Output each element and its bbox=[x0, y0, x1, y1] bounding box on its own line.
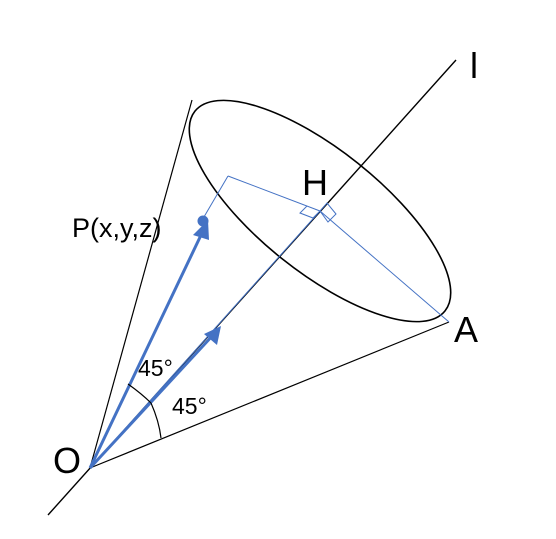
label-point-h: H bbox=[302, 162, 328, 203]
segment-p-to-h-left bbox=[227, 175, 321, 212]
vector-op bbox=[88, 232, 204, 469]
segment-h-to-a bbox=[319, 210, 450, 323]
vector-along-l bbox=[88, 332, 216, 470]
label-angle-lower: 45° bbox=[172, 393, 207, 419]
label-point-o: O bbox=[53, 440, 81, 481]
label-point-a: A bbox=[454, 309, 478, 350]
label-point-p: P(x,y,z) bbox=[72, 213, 162, 243]
angle-arc-lower bbox=[150, 402, 162, 439]
label-angle-upper: 45° bbox=[138, 355, 173, 381]
cone-edge-left bbox=[89, 99, 193, 469]
right-angle-marker-left bbox=[299, 205, 321, 219]
vector-along-l-arrowhead bbox=[204, 326, 221, 345]
cone-edge-right bbox=[89, 321, 450, 469]
point-p bbox=[197, 215, 209, 227]
segment-p-foot-to-o bbox=[200, 175, 229, 223]
right-angle-marker-right bbox=[319, 202, 337, 223]
angle-arc-upper bbox=[127, 383, 152, 404]
cone-base-ellipse bbox=[188, 99, 452, 323]
label-line-l: l bbox=[470, 45, 478, 86]
